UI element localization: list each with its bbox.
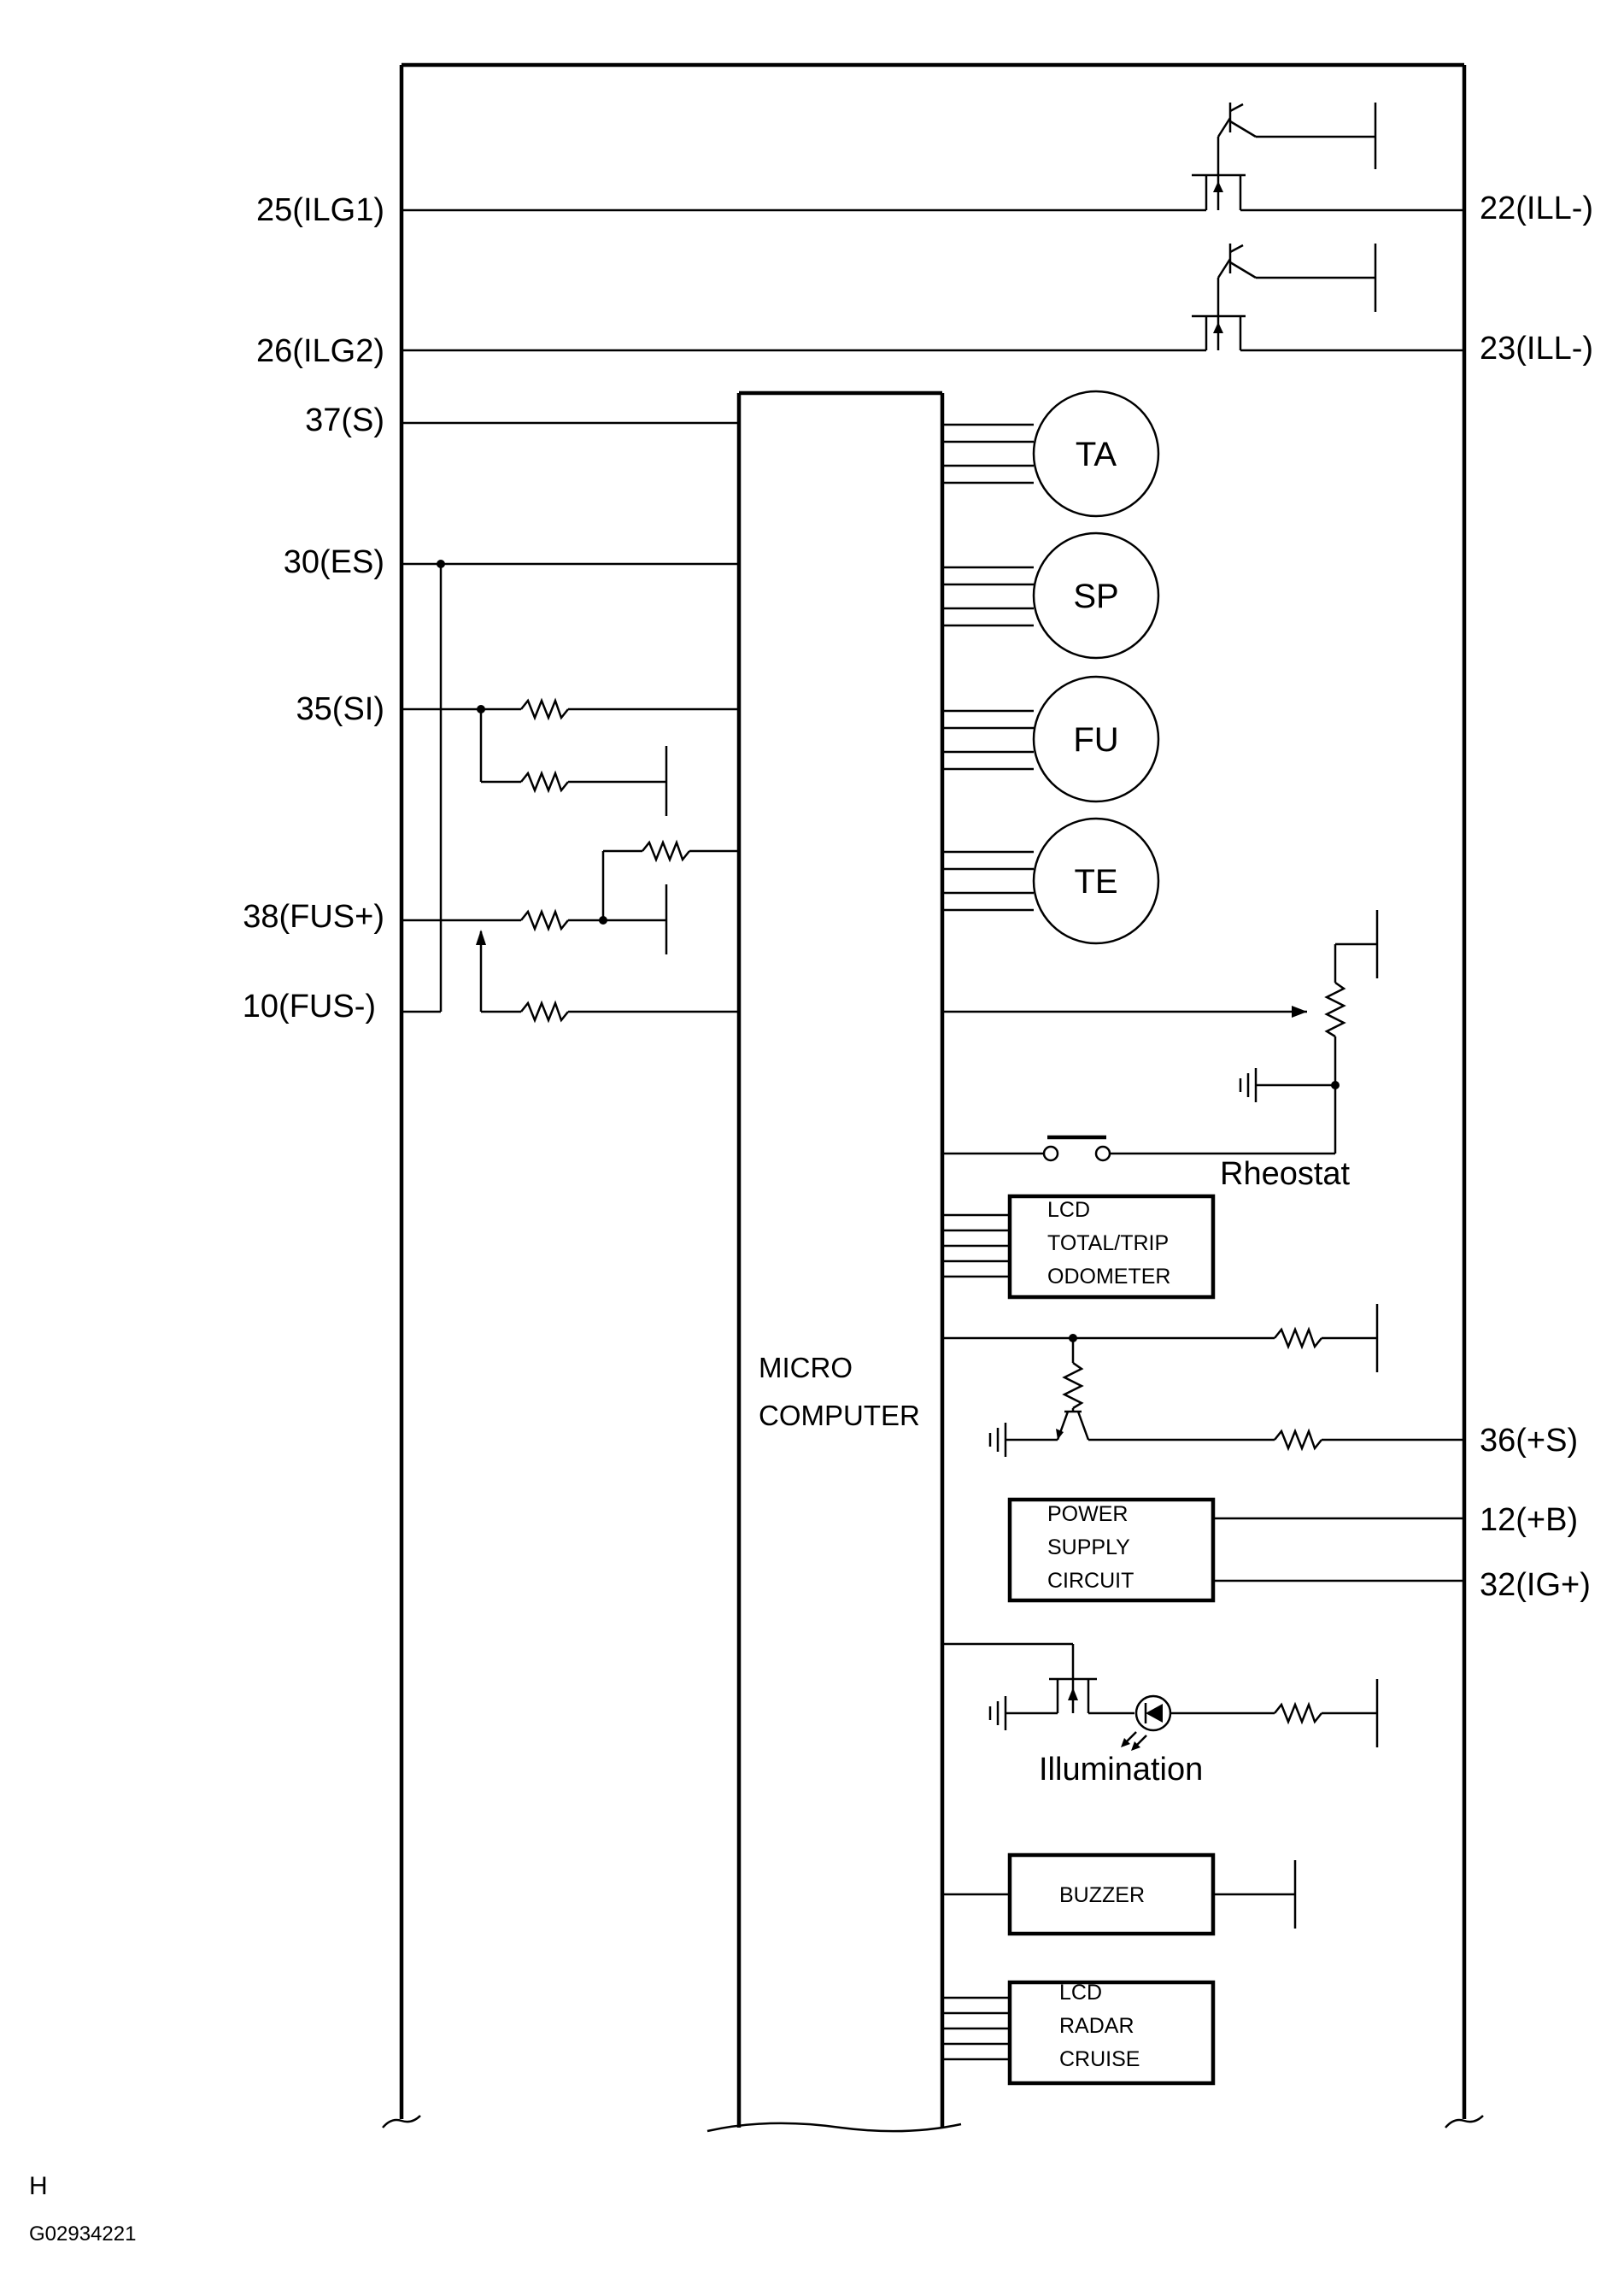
pin-ilg2: 26(ILG2) — [256, 333, 384, 369]
pin-fus-minus: 10(FUS-) — [243, 989, 376, 1025]
power-supply-line2: SUPPLY — [1047, 1535, 1130, 1559]
gauge-fu-label: FU — [1073, 721, 1118, 759]
gauge-te: TE — [942, 817, 1160, 945]
pin-fus-plus: 38(FUS+) — [243, 899, 384, 935]
footer-figure-id: G02934221 — [29, 2222, 136, 2246]
lcd-radar-cruise: LCD RADAR CRUISE — [942, 1980, 1216, 2086]
illumination-led-circuit: Illumination — [942, 1642, 1379, 1788]
gauge-te-label: TE — [1074, 863, 1117, 901]
gauge-sp-label: SP — [1073, 578, 1118, 615]
lcd-radar-line2: RADAR — [1059, 2014, 1134, 2038]
buzzer-label: BUZZER — [1059, 1883, 1145, 1907]
power-supply-line3: CIRCUIT — [1047, 1569, 1134, 1593]
pin-es: 30(ES) — [284, 544, 384, 580]
pin-ilg1: 25(ILG1) — [256, 192, 384, 228]
pin-plus-b: 12(+B) — [1480, 1502, 1578, 1538]
gauge-ta-label: TA — [1076, 436, 1117, 473]
speed-output-stage — [942, 1304, 1464, 1459]
lcd-odometer-line1: LCD — [1047, 1198, 1090, 1222]
rheostat-circuit: Rheostat — [942, 910, 1379, 1192]
power-supply-line1: POWER — [1047, 1502, 1128, 1526]
lcd-odometer: LCD TOTAL/TRIP ODOMETER — [942, 1194, 1216, 1300]
left-input-wiring — [402, 421, 739, 1022]
gauge-fu: FU — [942, 675, 1160, 803]
pin-s: 37(S) — [305, 402, 384, 438]
lcd-odometer-line3: ODOMETER — [1047, 1265, 1170, 1289]
left-pin-labels: 25(ILG1) 26(ILG2) 37(S) 30(ES) 35(SI) 38… — [243, 192, 384, 1025]
gauge-ta: TA — [942, 390, 1160, 518]
pin-si: 35(SI) — [296, 691, 384, 727]
microcomputer-block: MICRO COMPUTER — [706, 390, 962, 2133]
illumination-driver-2 — [402, 244, 1464, 352]
illumination-label: Illumination — [1039, 1752, 1203, 1788]
power-supply-circuit: POWER SUPPLY CIRCUIT — [1007, 1497, 1464, 1603]
footer-code: H — [29, 2172, 48, 2200]
lcd-odometer-line2: TOTAL/TRIP — [1047, 1231, 1169, 1255]
right-pin-labels: 22(ILL-) 23(ILL-) 36(+S) 12(+B) 32(IG+) — [1480, 191, 1593, 1603]
illumination-driver-1 — [402, 103, 1464, 212]
rheostat-label: Rheostat — [1220, 1156, 1351, 1192]
lcd-radar-line1: LCD — [1059, 1981, 1102, 2005]
microcomputer-label-line1: MICRO — [759, 1352, 853, 1383]
pin-ill-1: 22(ILL-) — [1480, 191, 1593, 226]
gauge-sp: SP — [942, 531, 1160, 660]
lcd-radar-line3: CRUISE — [1059, 2047, 1140, 2071]
buzzer-circuit: BUZZER — [942, 1852, 1297, 1936]
microcomputer-label-line2: COMPUTER — [759, 1400, 920, 1431]
pin-ig-plus: 32(IG+) — [1480, 1567, 1591, 1603]
meter-enclosure — [382, 62, 1484, 2128]
pin-plus-s: 36(+S) — [1480, 1423, 1578, 1459]
pin-ill-2: 23(ILL-) — [1480, 331, 1593, 367]
